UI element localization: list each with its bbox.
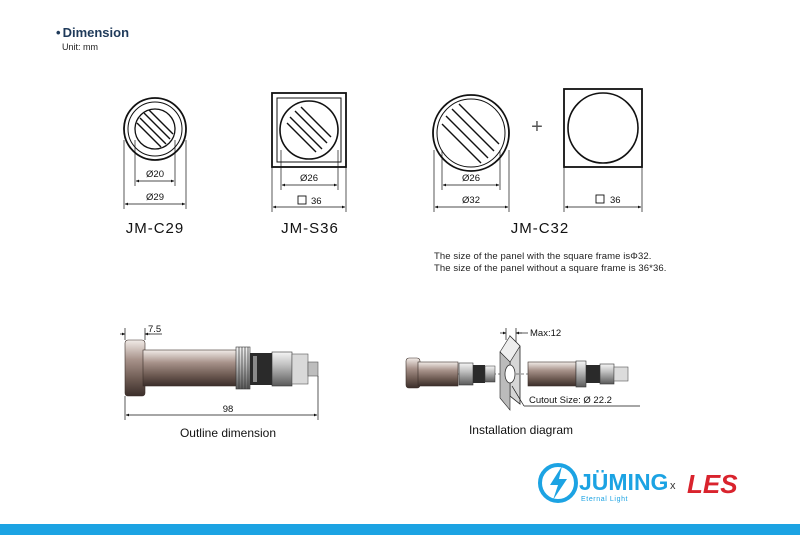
outline-drawing: 7.5 98 Outline dimension	[120, 324, 319, 440]
jm-c29-label: JM-C29	[126, 220, 185, 237]
outline-head-dim: 7.5	[148, 324, 161, 335]
installation-exploded-view	[405, 335, 629, 411]
jm-s36-label: JM-S36	[281, 220, 339, 237]
pilot-light-side-view	[124, 339, 319, 397]
jm-s36-drawing: Ø26 36 JM-S36	[271, 92, 347, 237]
jm-s36-dimensions	[271, 150, 347, 212]
square-symbol-icon	[297, 195, 307, 205]
jm-c32-square-frame-view	[563, 88, 643, 168]
jm-s36-square-dim: 36	[311, 196, 322, 207]
brand-name: JÜMING	[579, 469, 668, 495]
jm-c32-square-dimensions	[563, 167, 643, 212]
jm-c32-outer-dim: Ø32	[462, 195, 480, 206]
jm-c32-drawing: Ø26 Ø32 + 36 JM-C32	[432, 88, 643, 237]
jm-c32-square-dim: 36	[610, 195, 621, 206]
jm-c32-round-dimensions	[433, 150, 510, 212]
panel-note-without-frame: The size of the panel without a square f…	[434, 263, 667, 274]
lightning-bolt-icon	[538, 463, 578, 503]
outline-caption: Outline dimension	[180, 426, 276, 440]
brand-logo-graphic: JÜMING Eternal Light x LES	[538, 463, 738, 503]
outline-dimensions	[120, 328, 319, 420]
jm-c29-drawing: Ø20 Ø29 JM-C29	[123, 97, 187, 237]
bullet-icon: •	[56, 25, 61, 40]
installation-caption: Installation diagram	[469, 423, 573, 437]
jm-c29-dimensions	[123, 140, 187, 209]
jm-c32-label: JM-C32	[511, 220, 570, 237]
jm-c29-inner-dim: Ø20	[146, 169, 164, 180]
installation-dimensions	[500, 328, 640, 407]
square-symbol-icon	[595, 194, 605, 204]
brand-tagline: Eternal Light	[581, 496, 628, 503]
jm-c29-front-view	[123, 97, 187, 161]
installation-cutout-label: Cutout Size: Ø 22.2	[529, 395, 612, 406]
plus-icon: +	[531, 116, 543, 138]
brand-logo: JÜMING Eternal Light x LES	[536, 458, 776, 517]
partner-logo-name: LES	[687, 469, 738, 499]
footer-bar	[0, 524, 800, 535]
unit-label: Unit: mm	[62, 42, 98, 52]
brand-separator: x	[670, 480, 676, 492]
jm-s36-front-view	[271, 92, 347, 168]
jm-c29-outer-dim: Ø29	[146, 192, 164, 203]
panel-note-with-frame: The size of the panel with the square fr…	[434, 251, 652, 262]
jm-s36-inner-dim: Ø26	[300, 173, 318, 184]
outline-length-dim: 98	[223, 404, 234, 415]
jm-c32-inner-dim: Ø26	[462, 173, 480, 184]
page-title: •Dimension	[56, 25, 129, 40]
installation-drawing: Max:12 Cutout Size: Ø 22.2 Installation …	[405, 328, 640, 437]
page-title-text: Dimension	[62, 25, 130, 40]
jm-c32-round-front-view	[432, 94, 510, 172]
installation-max-label: Max:12	[530, 328, 561, 339]
